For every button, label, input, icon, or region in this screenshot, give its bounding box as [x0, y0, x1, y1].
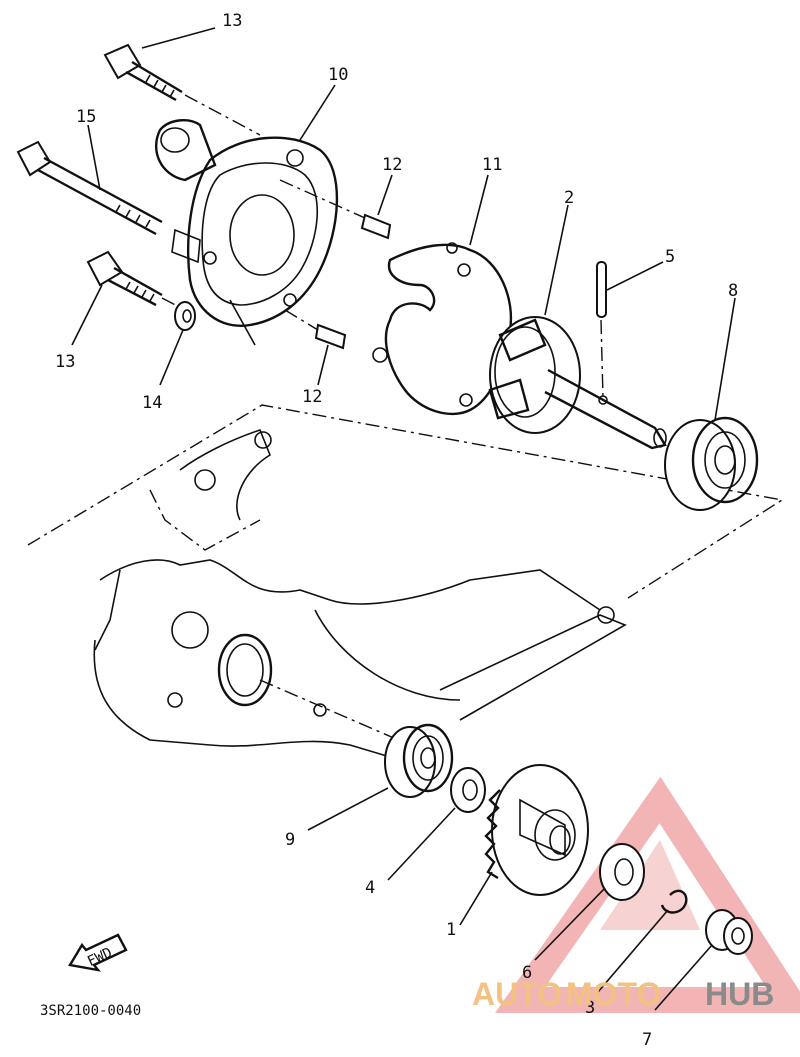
callout-15: 15	[76, 107, 96, 127]
gear	[484, 764, 589, 896]
watermark-moto: MOTO	[566, 976, 661, 1012]
callout-14: 14	[142, 393, 162, 413]
long-bolt	[16, 140, 163, 236]
collar	[705, 909, 753, 955]
crankcase-plane	[27, 404, 784, 761]
dowel-pin-lower	[284, 309, 347, 350]
impeller-shaft	[488, 316, 667, 450]
callout-11: 11	[482, 155, 502, 175]
callout-1: 1	[446, 920, 456, 940]
callout-13-bottom: 13	[55, 352, 75, 372]
callout-10: 10	[328, 65, 348, 85]
diagram-code: 3SR2100-0040	[40, 1003, 141, 1019]
watermark-hub: HUB	[705, 976, 774, 1012]
leader-lines	[71, 27, 736, 1011]
thrust-washer	[599, 843, 645, 901]
washer-small	[174, 301, 196, 331]
bearing-lower	[384, 723, 454, 798]
callout-3: 3	[585, 998, 595, 1018]
gasket	[372, 242, 513, 416]
callout-12-bottom: 12	[302, 387, 322, 407]
watermark-text: AUTO MOTO HUB	[472, 976, 774, 1012]
callout-9: 9	[285, 830, 295, 850]
callout-7: 7	[642, 1030, 652, 1050]
callout-6: 6	[522, 963, 532, 983]
water-pump-cover	[155, 119, 339, 346]
dowel-pin-upper	[279, 179, 392, 240]
fwd-arrow-icon: FWD	[68, 933, 128, 972]
callout-13-top: 13	[222, 11, 242, 31]
callout-numbers: 13 10 15 12 11 2 5 8 13 14 12 9 4 1 6 3 …	[55, 11, 738, 1050]
callout-5: 5	[665, 247, 675, 267]
bolt-lower	[86, 250, 186, 311]
bolt-upper	[103, 43, 261, 136]
washer	[450, 767, 486, 813]
callout-12-top: 12	[382, 155, 402, 175]
watermark-triangle	[495, 776, 800, 1013]
callout-4: 4	[365, 878, 375, 898]
callout-2: 2	[564, 188, 574, 208]
pin	[596, 261, 607, 399]
bearing-upper	[664, 416, 759, 511]
watermark-auto: AUTO	[472, 976, 562, 1012]
callout-8: 8	[728, 281, 738, 301]
